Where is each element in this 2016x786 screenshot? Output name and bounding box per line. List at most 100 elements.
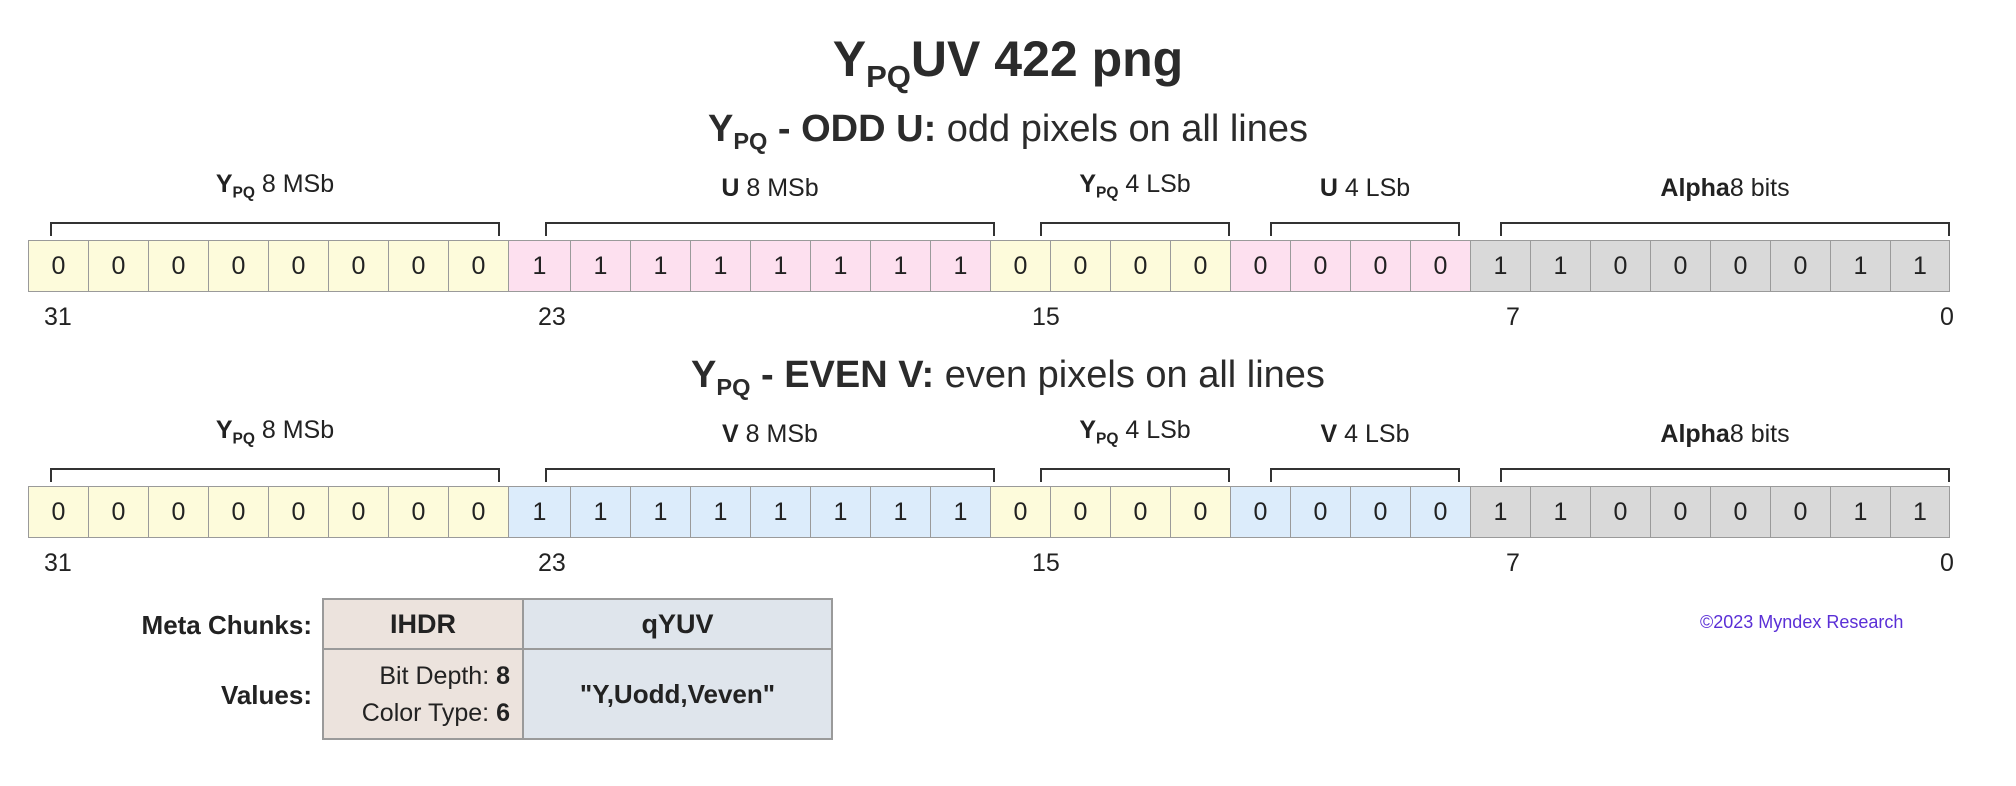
- bit-depth-label: Bit Depth:: [379, 662, 490, 690]
- bit-number-0: 0: [1940, 303, 1954, 331]
- bit-cell-18: 1: [810, 486, 870, 538]
- bit-cell-2: 0: [1770, 240, 1830, 292]
- bit-cell-14: 0: [1050, 486, 1110, 538]
- group-label-u-4lsb: U 4 LSb: [1319, 174, 1411, 202]
- qyuv-header: qYUV: [522, 598, 833, 650]
- bit-cell-22: 1: [570, 240, 630, 292]
- bit-cell-10: 0: [1290, 486, 1350, 538]
- bit-cell-11: 0: [1230, 486, 1290, 538]
- bit-cell-8: 0: [1410, 486, 1470, 538]
- bracket-ypq-4lsb: [1040, 468, 1230, 482]
- bit-cell-4: 0: [1650, 240, 1710, 292]
- group-label-alpha: Alpha8 bits: [1660, 420, 1790, 448]
- bit-cell-19: 1: [750, 240, 810, 292]
- bit-cell-15: 0: [990, 240, 1050, 292]
- bit-cell-6: 1: [1530, 486, 1590, 538]
- bit-cell-3: 0: [1710, 486, 1770, 538]
- bit-number-7: 7: [1506, 303, 1520, 331]
- bit-cell-7: 1: [1470, 486, 1530, 538]
- bit-cell-23: 1: [508, 240, 570, 292]
- bit-cell-16: 1: [930, 486, 990, 538]
- group-label-u-8msb: U 8 MSb: [721, 174, 819, 202]
- bit-cell-17: 1: [870, 486, 930, 538]
- bit-cell-26: 0: [328, 240, 388, 292]
- group-label-ypq-4lsb: YPQ 4 LSb: [1079, 416, 1191, 448]
- bit-cell-19: 1: [750, 486, 810, 538]
- bit-number-7: 7: [1506, 549, 1520, 577]
- bit-number-15: 15: [1032, 303, 1060, 331]
- bit-cell-16: 1: [930, 240, 990, 292]
- bit-cell-23: 1: [508, 486, 570, 538]
- bit-cell-14: 0: [1050, 240, 1110, 292]
- bit-cell-25: 0: [388, 240, 448, 292]
- group-label-v-4lsb: V 4 LSb: [1320, 420, 1410, 448]
- bit-cell-29: 0: [148, 486, 208, 538]
- bit-cell-31: 0: [28, 486, 88, 538]
- bit-cell-24: 0: [448, 486, 508, 538]
- bit-number-23: 23: [538, 303, 566, 331]
- bit-cell-26: 0: [328, 486, 388, 538]
- bit-cell-30: 0: [88, 486, 148, 538]
- bit-cell-0: 1: [1890, 486, 1950, 538]
- bit-cell-27: 0: [268, 240, 328, 292]
- bit-cell-9: 0: [1350, 486, 1410, 538]
- bit-cell-12: 0: [1170, 240, 1230, 292]
- bit-cell-22: 1: [570, 486, 630, 538]
- group-label-alpha: Alpha8 bits: [1660, 174, 1790, 202]
- bracket-ypq-8msb: [50, 468, 500, 482]
- bit-cell-15: 0: [990, 486, 1050, 538]
- bracket-v-8msb: [545, 468, 995, 482]
- bit-cell-24: 0: [448, 240, 508, 292]
- bit-cell-21: 1: [630, 486, 690, 538]
- values-label: Values:: [220, 680, 312, 710]
- page-title: YPQUV 422 png: [832, 31, 1184, 94]
- bracket-ypq-4lsb: [1040, 222, 1230, 236]
- bit-cell-1: 1: [1830, 240, 1890, 292]
- bracket-u-4lsb: [1270, 222, 1460, 236]
- bit-cell-11: 0: [1230, 240, 1290, 292]
- bit-cell-13: 0: [1110, 486, 1170, 538]
- bit-cell-12: 0: [1170, 486, 1230, 538]
- bit-cell-25: 0: [388, 486, 448, 538]
- qyuv-value: "Y,Uodd,Veven": [522, 648, 833, 740]
- bit-cell-21: 1: [630, 240, 690, 292]
- group-label-ypq-4lsb: YPQ 4 LSb: [1079, 170, 1191, 202]
- bit-number-23: 23: [538, 549, 566, 577]
- bit-cell-30: 0: [88, 240, 148, 292]
- bit-number-0: 0: [1940, 549, 1954, 577]
- bit-cell-6: 1: [1530, 240, 1590, 292]
- row-odd-u-heading: YPQ - ODD U: odd pixels on all lines: [707, 108, 1309, 155]
- bit-cell-8: 0: [1410, 240, 1470, 292]
- bit-cell-28: 0: [208, 486, 268, 538]
- bracket-v-4lsb: [1270, 468, 1460, 482]
- bit-cell-9: 0: [1350, 240, 1410, 292]
- bit-cell-10: 0: [1290, 240, 1350, 292]
- group-label-ypq-8msb: YPQ 8 MSb: [215, 170, 335, 202]
- bit-number-31: 31: [44, 303, 72, 331]
- bit-cell-3: 0: [1710, 240, 1770, 292]
- bit-cell-1: 1: [1830, 486, 1890, 538]
- bit-cell-5: 0: [1590, 240, 1650, 292]
- bit-cell-2: 0: [1770, 486, 1830, 538]
- bit-depth-value: 8: [496, 662, 510, 690]
- bit-cell-27: 0: [268, 486, 328, 538]
- color-type-label: Color Type:: [361, 699, 490, 727]
- group-label-ypq-8msb: YPQ 8 MSb: [215, 416, 335, 448]
- bit-cell-18: 1: [810, 240, 870, 292]
- bit-cell-5: 0: [1590, 486, 1650, 538]
- bit-number-31: 31: [44, 549, 72, 577]
- ihdr-header: IHDR: [322, 598, 524, 650]
- bracket-alpha: [1500, 222, 1950, 236]
- bit-cell-7: 1: [1470, 240, 1530, 292]
- meta-chunks-label: Meta Chunks:: [141, 610, 312, 640]
- ihdr-values: Bit Depth: 8 Color Type: 6: [322, 648, 524, 740]
- bit-cell-4: 0: [1650, 486, 1710, 538]
- bracket-u-8msb: [545, 222, 995, 236]
- bit-cell-28: 0: [208, 240, 268, 292]
- bit-cell-13: 0: [1110, 240, 1170, 292]
- bit-cell-0: 1: [1890, 240, 1950, 292]
- bracket-alpha: [1500, 468, 1950, 482]
- bit-cell-20: 1: [690, 240, 750, 292]
